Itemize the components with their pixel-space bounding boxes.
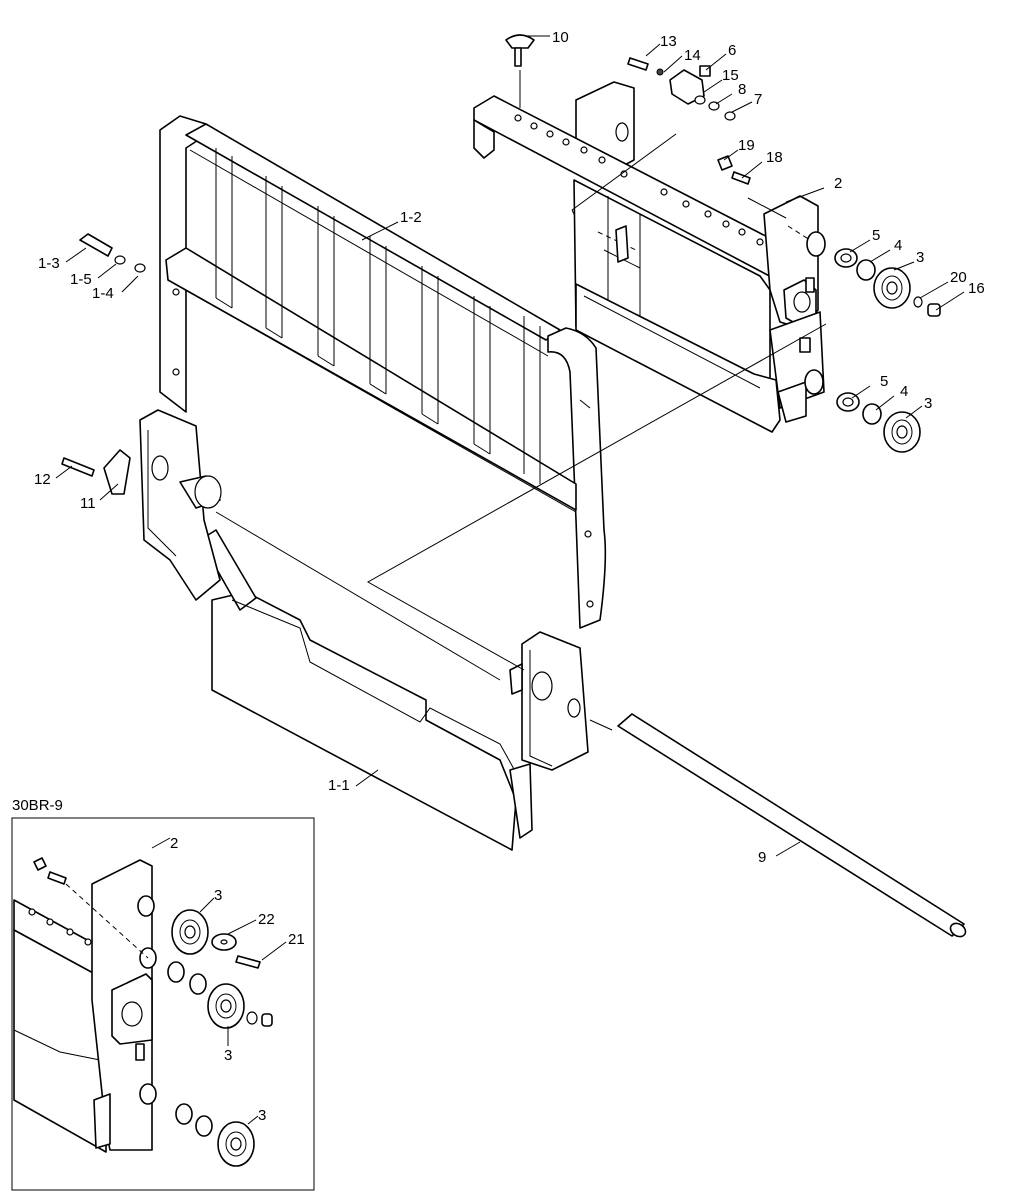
callout-1-5: 1-5 [70,271,92,288]
callout-8: 8 [738,81,746,98]
callout-20: 20 [950,269,967,286]
inset-callout-3-middle: 3 [224,1047,232,1064]
callout-3-upper: 3 [916,249,924,266]
callout-4-lower: 4 [900,383,908,400]
inset-callout-2: 2 [170,835,178,852]
callout-1-3: 1-3 [38,255,60,272]
inset-callout-21: 21 [288,931,305,948]
inset-callout-3-bottom: 3 [258,1107,266,1124]
callout-10: 10 [552,29,569,46]
long-shaft [617,713,967,938]
inset-title: 30BR-9 [12,797,63,814]
callout-18: 18 [766,149,783,166]
callout-14: 14 [684,47,701,64]
callout-16: 16 [968,280,985,297]
callout-5-lower: 5 [880,373,888,390]
callout-15: 15 [722,67,739,84]
callout-1-4: 1-4 [92,285,114,302]
carriage-plate [139,409,589,851]
callout-7: 7 [754,91,762,108]
part-callouts: 10 13 14 6 15 8 7 19 18 2 5 4 3 20 16 5 … [34,29,985,866]
callout-2: 2 [834,175,842,192]
callout-11: 11 [80,495,96,512]
side-shifter-assembly [473,81,826,433]
inset-30br-9: 30BR-9 [11,797,315,1191]
inset-callout-22: 22 [258,911,275,928]
callout-5-upper: 5 [872,227,880,244]
callout-1-2: 1-2 [400,209,422,226]
callout-4-upper: 4 [894,237,902,254]
callout-3-lower: 3 [924,395,932,412]
callout-6: 6 [728,42,736,59]
backrest-frame [159,115,607,629]
callout-1-1: 1-1 [328,777,350,794]
callout-13: 13 [660,33,677,50]
callout-9: 9 [758,849,766,866]
inset-callout-3-top: 3 [214,887,222,904]
callout-12: 12 [34,471,51,488]
leader-lines [55,35,965,857]
callout-19: 19 [738,137,755,154]
